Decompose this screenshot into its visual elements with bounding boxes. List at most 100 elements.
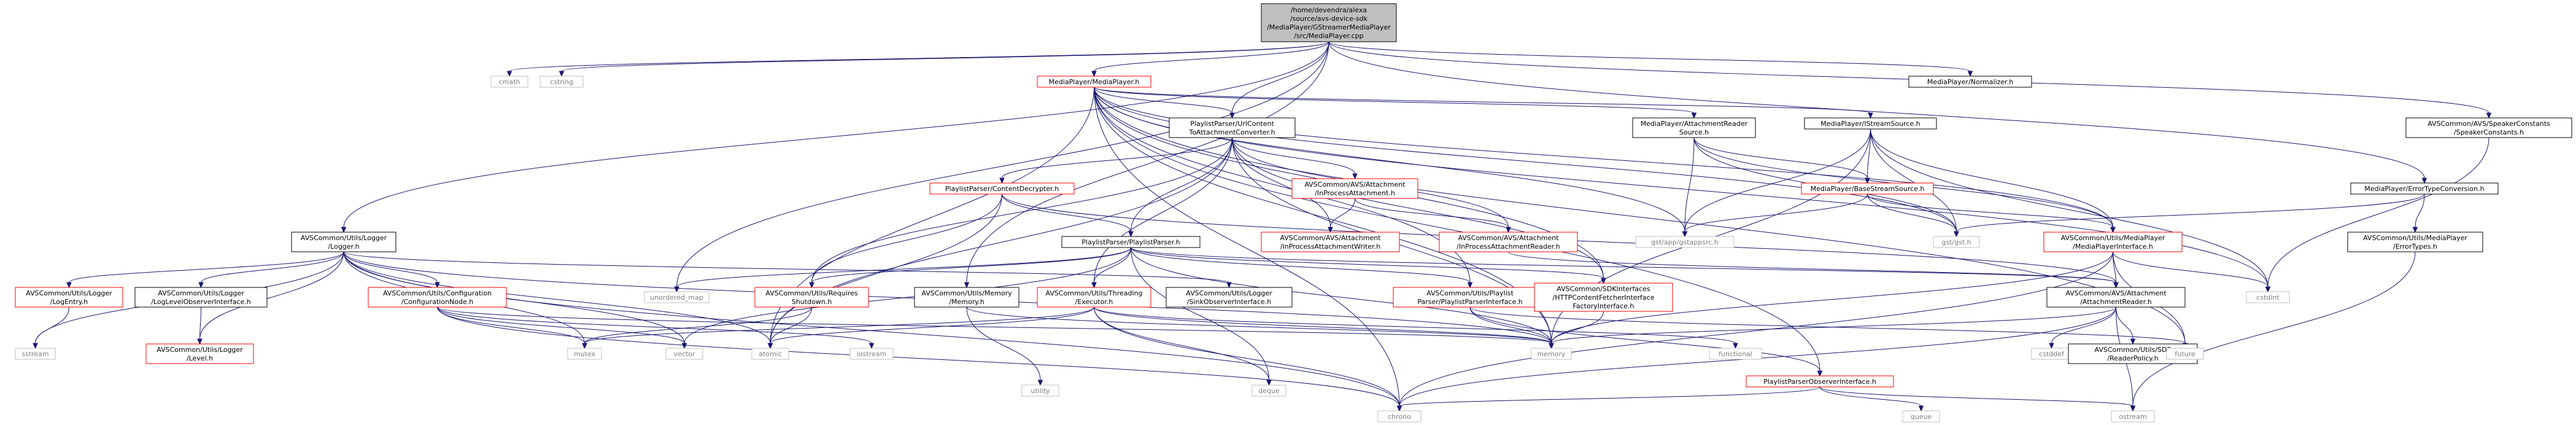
node-httpfetcher[interactable]: AVSCommon/SDKInterfaces/HTTPContentFetch… [1534, 283, 1673, 312]
node-label: functional [1719, 350, 1752, 358]
edge-mediaplayer_h-to-urlconverter [1094, 87, 1235, 119]
edge-playlistparseriface-to-memory [1469, 306, 1554, 349]
node-inprocwriter[interactable]: AVSCommon/AVS/Attachment/InProcessAttach… [1261, 232, 1400, 252]
node-level[interactable]: AVSCommon/Utils/Logger/Level.h [145, 343, 254, 364]
node-attachmentreader[interactable]: AVSCommon/AVS/Attachment/AttachmentReade… [2046, 287, 2186, 308]
node-logger[interactable]: AVSCommon/Utils/Logger/Logger.h [291, 232, 396, 252]
edge-playlistparser-to-executor [1091, 247, 1131, 289]
edge-root-to-normalizer [1328, 41, 1973, 77]
node-box [2246, 291, 2290, 303]
node-label: /InProcessAttachment.h [1315, 189, 1395, 197]
node-label: /SinkObserverInterface.h [1187, 298, 1271, 306]
node-label: cstdint [2256, 294, 2280, 302]
node-label: AVSCommon/AVS/Attachment [1304, 181, 1406, 189]
node-label: AVSCommon/Utils/Memory [921, 289, 1012, 297]
node-box [914, 287, 1019, 308]
node-box [1534, 283, 1673, 312]
node-inprocreader[interactable]: AVSCommon/AVS/Attachment/InProcessAttach… [1439, 232, 1578, 252]
node-label: PlaylistParser/PlaylistParser.h [1081, 238, 1180, 246]
node-label: /Executor.h [1075, 298, 1113, 306]
node-functional: functional [1709, 348, 1762, 360]
node-label: /MediaPlayerInterface.h [2073, 243, 2153, 251]
edge-playlistparser-to-httpfetcher [1131, 247, 1606, 284]
node-label: cstddef [2039, 350, 2065, 358]
node-cstring: cstring [540, 76, 584, 88]
node-istreamsource[interactable]: MediaPlayer/IStreamSource.h [1804, 117, 1937, 130]
node-errortypes[interactable]: AVSCommon/Utils/MediaPlayer/ErrorTypes.h [2347, 232, 2483, 252]
edge-memoryh-to-memory [966, 306, 1554, 349]
node-label: /ErrorTypes.h [2393, 243, 2437, 251]
node-speakerconstants[interactable]: AVSCommon/AVS/SpeakerConstants/SpeakerCo… [2405, 117, 2572, 138]
node-label: AVSCommon/AVS/Attachment [1280, 234, 1381, 242]
edge-istreamsource-to-mediaplayeriface [1870, 128, 2116, 233]
edge-istreamsource-to-basestreamsource [1865, 128, 1871, 184]
node-playlistobserver[interactable]: PlaylistParserObserverInterface.h [1746, 375, 1894, 388]
node-contentdecrypter[interactable]: PlaylistParser/ContentDecrypter.h [929, 182, 1075, 195]
node-box [291, 232, 396, 252]
node-label: /ReaderPolicy.h [2107, 354, 2158, 362]
node-playlistparseriface[interactable]: AVSCommon/Utils/PlaylistParser/PlaylistP… [1393, 287, 1547, 308]
node-label: MediaPlayer/IStreamSource.h [1820, 120, 1920, 128]
node-playlistparser[interactable]: PlaylistParser/PlaylistParser.h [1061, 236, 1201, 248]
node-label: /MediaPlayer/GStreamerMediaPlayer [1267, 23, 1391, 31]
node-box [1746, 375, 1894, 388]
node-mediaplayeriface[interactable]: AVSCommon/Utils/MediaPlayer/MediaPlayerI… [2043, 232, 2183, 252]
node-box [2347, 232, 2483, 252]
node-label: AVSCommon/AVS/Attachment [1458, 234, 1559, 242]
edge-logger-to-sinkobserver [343, 251, 1232, 289]
node-label: AVSCommon/Utils/Configuration [383, 289, 492, 297]
edge-urlconverter-to-playlistparser [1128, 137, 1232, 238]
node-label: deque [1258, 387, 1280, 395]
node-box [1037, 287, 1151, 308]
node-label: ToAttachmentConverter.h [1188, 128, 1275, 136]
node-box [2405, 117, 2572, 138]
edge-mediaplayer_h-to-attachreadersource [1094, 87, 1697, 119]
edge-executor-to-atomic [767, 306, 1094, 349]
node-label: vector [674, 350, 695, 358]
edge-playlistobserver-to-chrono [1396, 386, 1820, 412]
node-box [1037, 76, 1151, 88]
node-box [1801, 182, 1934, 195]
edge-executor-to-functional [1094, 306, 1738, 349]
node-sinkobserver[interactable]: AVSCommon/Utils/Logger/SinkObserverInter… [1166, 287, 1293, 308]
node-box [754, 287, 869, 308]
node-label: AVSCommon/Utils/Requires [765, 289, 857, 297]
node-box [1804, 117, 1937, 130]
node-label: Shutdown.h [792, 298, 832, 306]
node-inprocattach[interactable]: AVSCommon/AVS/Attachment/InProcessAttach… [1291, 178, 1418, 199]
node-label: sstream [21, 350, 48, 358]
node-box [1261, 3, 1397, 42]
node-memoryh[interactable]: AVSCommon/Utils/Memory/Memory.h [914, 287, 1019, 308]
node-label: /source/avs-device-sdk [1290, 15, 1368, 23]
node-future: future [2166, 348, 2204, 360]
node-loglevelobserver[interactable]: AVSCommon/Utils/Logger/LogLevelObserverI… [134, 287, 268, 308]
node-label: future [2175, 350, 2195, 358]
node-label: AVSCommon/Utils/Logger [1186, 289, 1272, 297]
node-box [15, 348, 56, 360]
node-box [1021, 384, 1059, 397]
node-logentry[interactable]: AVSCommon/Utils/Logger/LogEntry.h [15, 287, 123, 308]
edge-httpfetcher-to-memory [1549, 311, 1604, 349]
node-box [368, 287, 507, 308]
node-label: /AttachmentReader.h [2080, 298, 2152, 306]
node-errortypeconv[interactable]: MediaPlayer/ErrorTypeConversion.h [2350, 182, 2499, 195]
node-gstappsrc: gst/app/gstappsrc.h [1635, 236, 1735, 248]
node-normalizer[interactable]: MediaPlayer/Normalizer.h [1908, 76, 2032, 88]
node-box [1377, 410, 1421, 423]
node-root[interactable]: /home/devendra/alexa/source/avs-device-s… [1261, 3, 1397, 42]
node-vector: vector [665, 348, 703, 360]
node-label: MediaPlayer/BaseStreamSource.h [1811, 185, 1925, 193]
node-label: /InProcessAttachmentReader.h [1456, 243, 1560, 251]
node-urlconverter[interactable]: PlaylistParser/UrlContentToAttachmentCon… [1169, 117, 1296, 138]
node-mediaplayer_h[interactable]: MediaPlayer/MediaPlayer.h [1037, 76, 1151, 88]
edge-playlistparseriface-to-playlistobserver [1469, 306, 1823, 377]
edge-executor-to-mutex [582, 306, 1094, 349]
node-confignode[interactable]: AVSCommon/Utils/Configuration/Configurat… [368, 287, 507, 308]
node-label: atomic [759, 350, 782, 358]
node-executor[interactable]: AVSCommon/Utils/Threading/Executor.h [1037, 287, 1151, 308]
node-box [2111, 410, 2155, 423]
node-sdsreaderpolicy[interactable]: AVSCommon/Utils/SDS/ReaderPolicy.h [2068, 343, 2198, 364]
node-basestreamsource[interactable]: MediaPlayer/BaseStreamSource.h [1801, 182, 1934, 195]
